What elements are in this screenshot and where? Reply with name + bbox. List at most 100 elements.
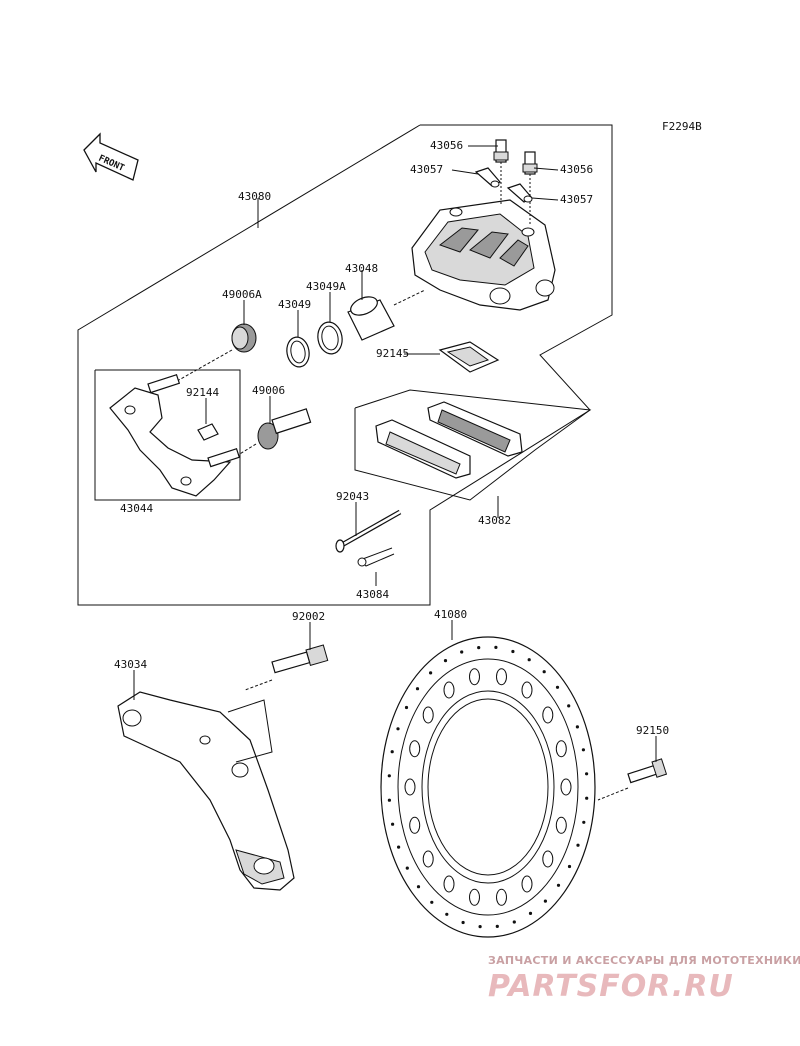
label-43034: 43034 [114,658,147,671]
seal-43049A [317,321,343,355]
disc-dot [443,659,448,663]
label-41080: 41080 [434,608,467,621]
disc-dot [511,649,515,654]
disc-dot [461,920,465,925]
disc-dot [585,796,589,800]
label-43048: 43048 [345,262,378,275]
disc-hole [409,740,421,758]
disc-dot [528,911,533,916]
disc-hole [422,706,434,724]
label-92002: 92002 [292,610,325,623]
cap-43057-right [506,183,533,203]
boot-49006A [169,323,257,386]
boot-49006 [229,408,312,461]
bracket-group-frame [94,369,241,501]
label-49006: 49006 [252,384,285,397]
brake-disc-41080 [380,636,596,938]
label-92145: 92145 [376,347,409,360]
mounting-bracket-43034 [117,691,295,891]
disc-hole [443,681,455,699]
leader-lines [133,145,657,762]
label-43082: 43082 [478,514,511,527]
disc-dot [585,772,589,776]
disc-dot [460,650,464,654]
figure-code: F2294B [662,120,702,133]
label-43084: 43084 [356,588,389,601]
disc-dot [478,925,482,929]
label-43056-top: 43056 [430,139,463,152]
label-92043: 92043 [336,490,369,503]
disc-dot [415,687,420,691]
disc-hole [496,668,507,686]
disc-dot [494,645,498,650]
disc-dot [390,750,394,754]
clip-92144 [197,423,219,441]
label-49006A: 49006A [222,288,262,301]
disc-dot [404,705,409,710]
disc-dot [582,820,586,824]
label-92144: 92144 [186,386,219,399]
disc-hole [555,816,567,834]
disc-dot [543,899,548,903]
disc-dot [567,704,571,708]
cap-43057-left [474,167,501,188]
screw-92150 [597,758,668,801]
disc-dot [429,671,433,675]
disc-hole [409,816,421,834]
disc-dot [575,725,580,729]
disc-dot [391,822,395,826]
bolt-92002 [244,644,329,691]
label-43080: 43080 [238,190,271,203]
label-43057-right: 43057 [560,193,593,206]
disc-dot [527,658,531,662]
label-43049: 43049 [278,298,311,311]
caliper-body [411,199,556,311]
disc-dot [555,685,560,689]
pin-92043 [335,509,402,553]
disc-hole [521,681,533,699]
label-92150: 92150 [636,724,669,737]
disc-dot [396,727,400,731]
seal-43049 [286,336,310,368]
disc-hole [542,706,554,724]
disc-dot [495,924,499,929]
label-43056-right: 43056 [560,163,593,176]
disc-dot [542,670,546,674]
label-43057-left: 43057 [410,163,443,176]
disc-dot [387,798,391,802]
disc-dot [397,845,401,849]
disc-hole [542,850,554,868]
front-arrow-icon: FRONT [83,132,139,181]
disc-hole [404,778,416,796]
disc-dot [430,900,434,904]
clip-43084 [357,547,395,567]
disc-dot [581,748,586,752]
disc-hole [443,875,455,893]
label-43049A: 43049A [306,280,346,293]
brake-pad-inner [427,401,523,457]
disc-hole [422,850,434,868]
disc-hole [521,875,533,893]
bleed-screw-43056-top [493,139,509,205]
piston-43048 [347,289,426,341]
pad-spring-92145 [438,341,500,373]
disc-dot [576,843,580,847]
watermark-tagline: ЗАПЧАСТИ И АКСЕССУАРЫ ДЛЯ МОТОТЕХНИКИ [488,954,800,967]
disc-dot [405,866,409,870]
pad-group-frame [354,389,592,501]
disc-dot [387,774,391,778]
label-43044: 43044 [120,502,153,515]
caliper-bracket-43044 [109,373,241,497]
disc-dot [416,885,421,889]
disc-dot [445,912,449,916]
disc-dot [556,883,561,887]
watermark-logo: PARTSFOR.RU [488,969,734,1004]
disc-hole [469,888,480,906]
disc-dot [512,920,516,924]
disc-dot [477,646,481,650]
assembly-frame-43080 [77,124,613,606]
disc-hole [555,740,567,758]
disc-dot [567,864,572,869]
disc-hole [560,778,572,796]
